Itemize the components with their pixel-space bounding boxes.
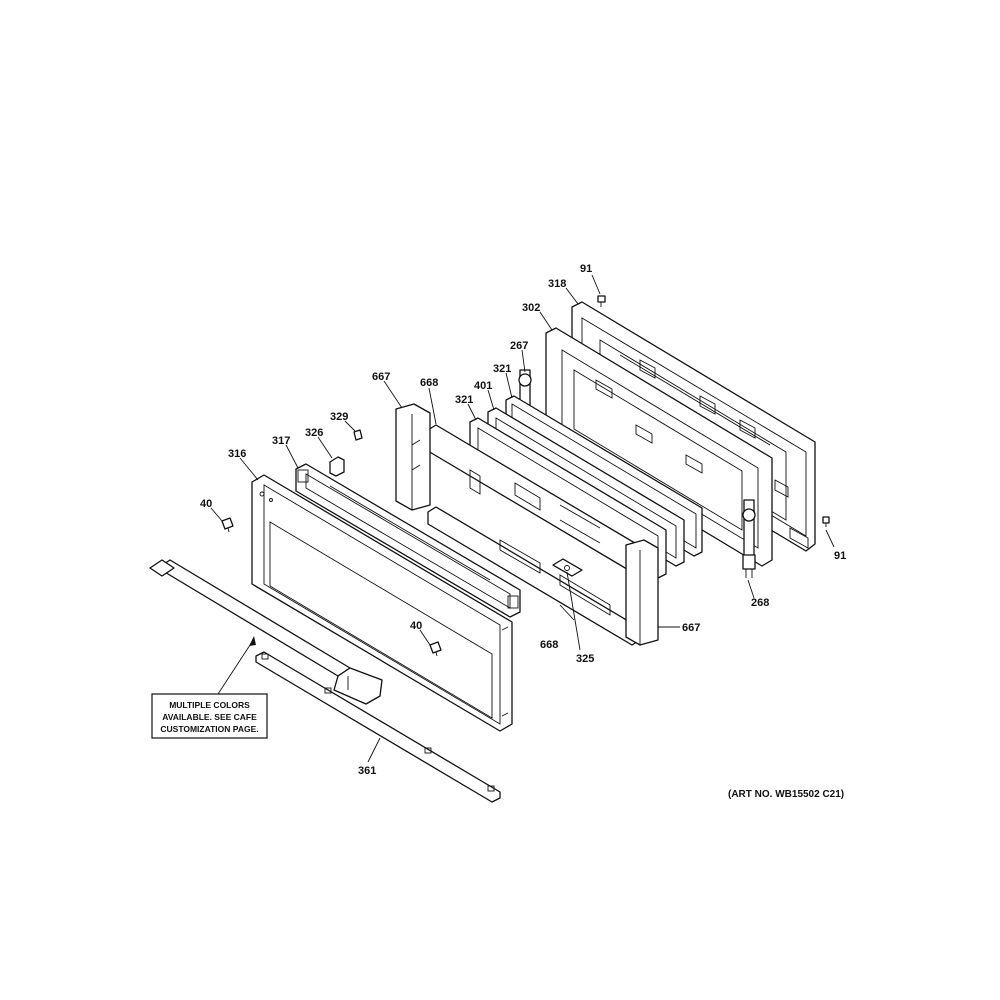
label-668-bottom: 668	[540, 639, 558, 651]
part-325-bracket	[552, 558, 583, 577]
part-317-vent-trim	[295, 463, 521, 618]
label-318: 318	[548, 278, 566, 290]
label-302: 302	[522, 302, 540, 314]
part-361-bottom-trim	[255, 651, 501, 803]
label-361: 361	[358, 765, 376, 777]
label-329: 329	[330, 411, 348, 423]
part-667-left-spacer	[395, 403, 431, 511]
part-667-right-spacer	[625, 539, 659, 646]
label-668-top: 668	[420, 377, 438, 389]
label-40-bottom: 40	[410, 620, 422, 632]
part-40-screw-left	[221, 517, 234, 533]
label-40-left: 40	[200, 498, 212, 510]
label-325: 325	[576, 653, 594, 665]
label-326: 326	[305, 427, 323, 439]
color-options-note: MULTIPLE COLORS AVAILABLE. SEE CAFE CUST…	[151, 693, 268, 739]
note-line-3: CUSTOMIZATION PAGE.	[160, 724, 258, 734]
leader-lines	[210, 274, 835, 763]
label-316: 316	[228, 448, 246, 460]
label-667-right: 667	[682, 622, 700, 634]
part-91-screw-right	[822, 516, 830, 527]
note-line-2: AVAILABLE. SEE CAFE	[162, 712, 257, 722]
label-401: 401	[474, 380, 492, 392]
art-number: (ART NO. WB15502 C21)	[728, 789, 844, 800]
part-326-clip	[329, 456, 345, 477]
part-91-screw-top	[597, 295, 606, 307]
label-91-top: 91	[580, 263, 592, 275]
label-91-right: 91	[834, 550, 846, 562]
label-317: 317	[272, 435, 290, 447]
note-line-1: MULTIPLE COLORS	[169, 700, 250, 710]
label-268: 268	[751, 597, 769, 609]
part-316-outer-door	[251, 474, 513, 732]
part-268-hinge	[742, 499, 756, 578]
part-40-screw-bottom	[429, 641, 442, 657]
part-door-handle	[149, 559, 383, 705]
label-321-top: 321	[493, 363, 511, 375]
label-267: 267	[510, 340, 528, 352]
label-321-left: 321	[455, 394, 473, 406]
part-329-clip	[353, 429, 363, 441]
label-667-left: 667	[372, 371, 390, 383]
